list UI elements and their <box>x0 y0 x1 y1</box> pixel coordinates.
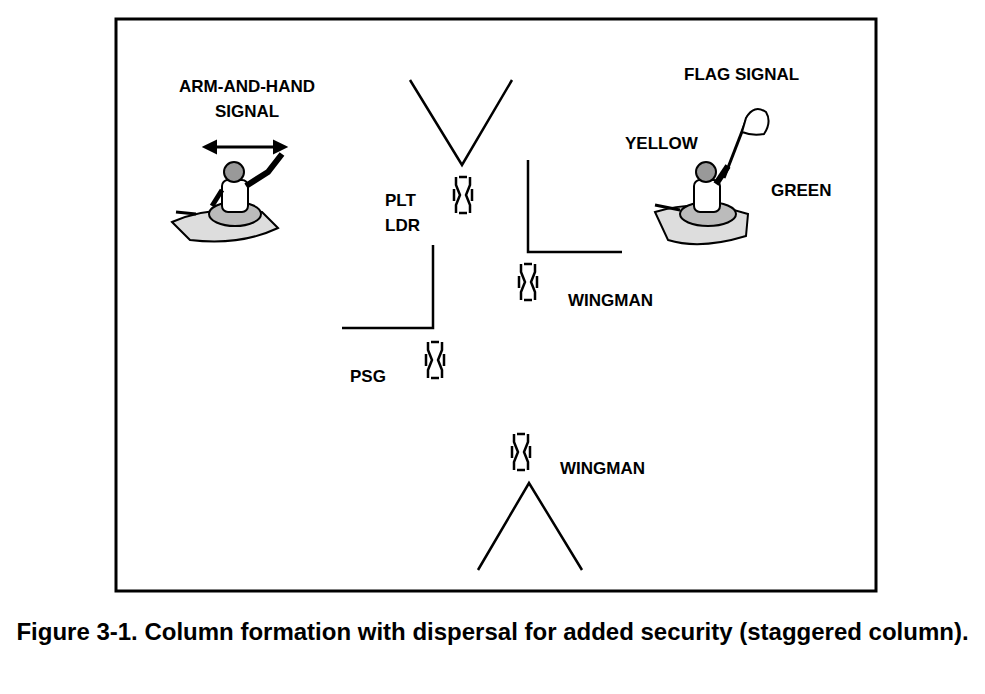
signal-label: FLAG SIGNAL <box>684 62 799 87</box>
tank-symbols <box>426 177 537 470</box>
color-label: GREEN <box>771 178 831 203</box>
flag <box>742 109 769 135</box>
position-label: WINGMAN <box>568 288 653 313</box>
figure-caption: Figure 3-1. Column formation with disper… <box>10 614 975 649</box>
tank-symbol <box>519 264 537 300</box>
flag-figure <box>655 109 769 244</box>
sector-lines <box>342 80 622 570</box>
soldier-body <box>694 180 720 212</box>
position-label: PLT LDR <box>385 188 435 238</box>
arm-hand-figure <box>172 141 286 242</box>
soldier-body <box>222 180 248 212</box>
tank-symbol <box>426 342 444 378</box>
frame <box>116 19 876 591</box>
tank-symbol <box>454 177 472 213</box>
raised-arm <box>246 154 282 186</box>
color-label: YELLOW <box>625 131 698 156</box>
sector-left <box>342 245 433 328</box>
signal-label: ARM-AND-HAND SIGNAL <box>172 74 322 124</box>
tank-symbol <box>512 434 530 470</box>
helmet <box>696 162 716 182</box>
sector-rear <box>478 483 582 570</box>
position-label: WINGMAN <box>560 456 645 481</box>
tank-gun <box>176 212 196 214</box>
position-label: PSG <box>350 364 386 389</box>
double-arrow <box>208 146 282 149</box>
helmet <box>224 162 244 182</box>
arrowhead <box>274 141 286 153</box>
tank-gun <box>655 205 680 210</box>
sector-right <box>528 160 622 252</box>
arm <box>212 190 222 206</box>
sector-v <box>410 80 512 165</box>
arrowhead <box>204 141 216 153</box>
